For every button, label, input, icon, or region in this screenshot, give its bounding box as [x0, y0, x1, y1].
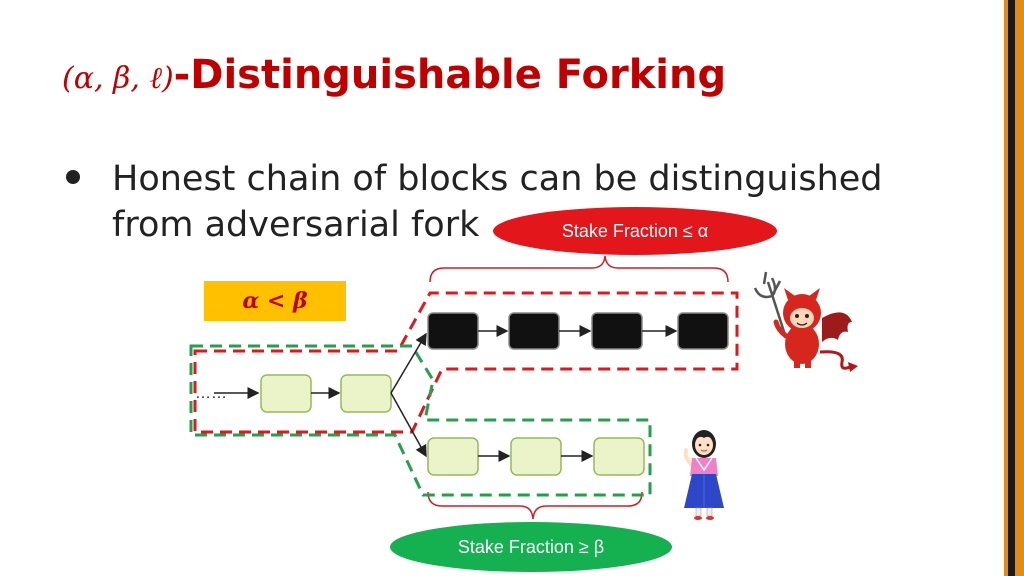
block-common-2 [340, 374, 392, 413]
block-honest-1 [427, 437, 479, 476]
block-honest-2 [510, 437, 562, 476]
arrow-fork-down [390, 392, 427, 458]
block-adversary-2 [508, 312, 560, 350]
block-common-1 [260, 374, 312, 413]
adversary-brace [429, 255, 729, 283]
block-adversary-4 [677, 312, 729, 350]
block-honest-3 [593, 437, 645, 476]
honest-stake-label: Stake Fraction ≥ β [390, 522, 672, 572]
honest-dashed-outline [189, 344, 652, 497]
slide-title: (α, β, ℓ)-Distinguishable Forking [62, 52, 726, 112]
title-params: (α, β, ℓ) [62, 61, 174, 96]
devil-icon [753, 271, 858, 372]
adversary-stake-label: Stake Fraction ≤ α [493, 207, 777, 255]
condition-box: α < β [204, 281, 346, 321]
title-main: -Distinguishable Forking [173, 52, 727, 98]
bullet-text: Honest chain of blocks can be distinguis… [112, 159, 883, 245]
honest-brace [427, 491, 643, 520]
arrow-fork-up [390, 332, 427, 394]
accent-bar-dark [1008, 0, 1015, 576]
girl-icon [683, 430, 724, 520]
block-adversary-3 [591, 312, 643, 350]
chain-ellipsis: …… [195, 385, 227, 402]
block-adversary-1 [427, 312, 479, 350]
bullet-dot [66, 170, 80, 184]
adversary-dashed-outline [193, 291, 739, 434]
